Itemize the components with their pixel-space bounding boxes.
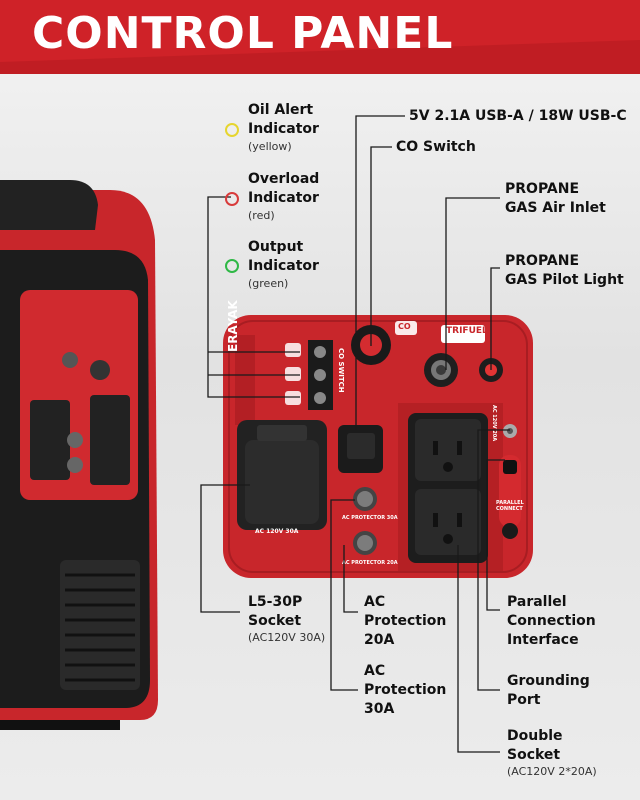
overload-color: (red) bbox=[248, 209, 275, 222]
l530-line1: L5-30P bbox=[248, 594, 303, 610]
panel-parallel-text: PARALLEL CONNECT bbox=[496, 500, 524, 512]
ac30-line1: AC bbox=[364, 663, 386, 679]
overload-label: Overload Indicator bbox=[248, 170, 319, 208]
grounding-line2: Port bbox=[507, 692, 541, 708]
propane-pilot-line1: PROPANE bbox=[505, 253, 580, 269]
output-label: Output Indicator bbox=[248, 238, 319, 276]
red-indicator-icon bbox=[225, 192, 239, 206]
propane-air-line1: PROPANE bbox=[505, 181, 580, 197]
ac20-label: AC Protection 20A bbox=[364, 593, 446, 650]
panel-ac30-text: AC PROTECTOR 30A bbox=[342, 515, 398, 521]
generator-side-illustration bbox=[0, 180, 158, 730]
l530-line2: Socket bbox=[248, 613, 302, 629]
control-panel-illustration bbox=[223, 315, 533, 578]
overload-name: Overload bbox=[248, 171, 320, 187]
parallel-label: Parallel Connection Interface bbox=[507, 593, 596, 650]
propane-pilot-label: PROPANE GAS Pilot Light bbox=[505, 252, 624, 290]
double-socket-spec: (AC120V 2*20A) bbox=[507, 765, 597, 778]
parallel-line1: Parallel bbox=[507, 594, 567, 610]
double-socket-line2: Socket bbox=[507, 747, 561, 763]
grounding-line1: Grounding bbox=[507, 673, 590, 689]
double-socket-label: Double Socket bbox=[507, 727, 563, 765]
ac20-line2: Protection bbox=[364, 613, 447, 629]
panel-trifuel-text: TRIFUEL bbox=[446, 326, 488, 336]
oil-alert-word: Indicator bbox=[248, 121, 319, 137]
ac30-line3: 30A bbox=[364, 701, 395, 717]
co-switch-label: CO Switch bbox=[396, 139, 476, 155]
green-indicator-icon bbox=[225, 259, 239, 273]
ac20-line1: AC bbox=[364, 594, 386, 610]
panel-co-badge-text: CO bbox=[398, 322, 411, 331]
propane-air-line2: GAS Air Inlet bbox=[505, 200, 606, 216]
oil-alert-label: Oil Alert Indicator bbox=[248, 101, 319, 139]
page-title: CONTROL PANEL bbox=[32, 8, 454, 59]
usb-label: 5V 2.1A USB-A / 18W USB-C bbox=[409, 108, 627, 124]
output-name: Output bbox=[248, 239, 304, 255]
ac20-line3: 20A bbox=[364, 632, 395, 648]
propane-pilot-line2: GAS Pilot Light bbox=[505, 272, 624, 288]
banner-shape bbox=[0, 0, 640, 74]
ac30-label: AC Protection 30A bbox=[364, 662, 446, 719]
l530-label: L5-30P Socket bbox=[248, 593, 302, 631]
double-socket-line1: Double bbox=[507, 728, 563, 744]
output-word: Indicator bbox=[248, 258, 319, 274]
parallel-line2: Connection bbox=[507, 613, 596, 629]
grounding-label: Grounding Port bbox=[507, 672, 590, 710]
overload-word: Indicator bbox=[248, 190, 319, 206]
propane-air-label: PROPANE GAS Air Inlet bbox=[505, 180, 606, 218]
header-banner: CONTROL PANEL bbox=[0, 0, 640, 74]
yellow-indicator-icon bbox=[225, 123, 239, 137]
oil-alert-color: (yellow) bbox=[248, 140, 292, 153]
l530-spec: (AC120V 30A) bbox=[248, 631, 326, 644]
panel-l530-text: AC 120V 30A bbox=[255, 528, 299, 535]
output-color: (green) bbox=[248, 277, 289, 290]
ac30-line2: Protection bbox=[364, 682, 447, 698]
parallel-line3: Interface bbox=[507, 632, 579, 648]
oil-alert-name: Oil Alert bbox=[248, 102, 314, 118]
panel-ac20-text: AC PROTECTOR 20A bbox=[342, 560, 398, 566]
